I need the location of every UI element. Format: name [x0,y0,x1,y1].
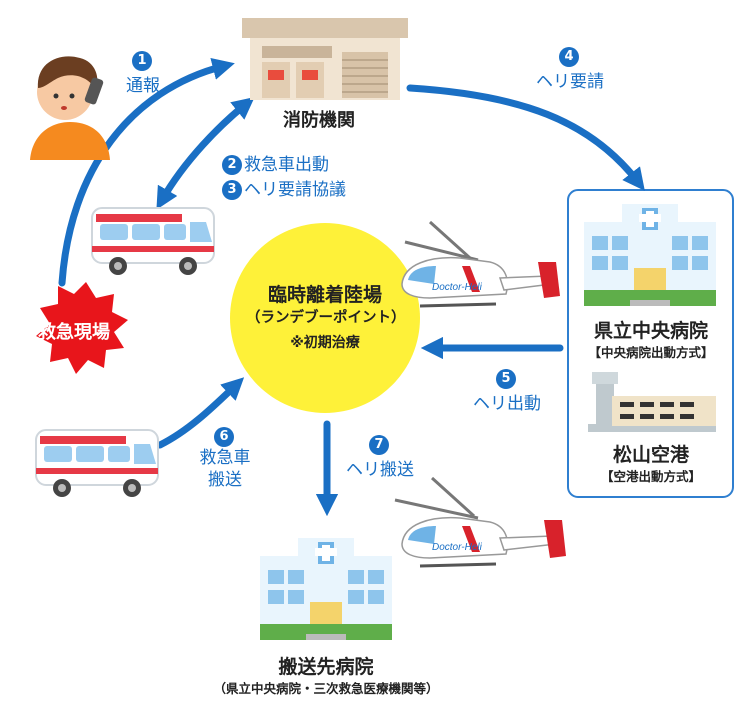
fire-dept-label: 消防機関 [283,110,355,131]
landing-zone-circle [230,223,420,413]
step-5: 5 ヘリ出動 [462,368,552,414]
step-1-label: 通報 [126,75,160,96]
fire-station-icon [242,18,408,100]
step-3-label: ヘリ要請協議 [244,180,346,200]
step-6-number: 6 [214,426,234,447]
hospital-icon-destination [260,538,392,640]
arrow-ambulance-dispatch [156,96,255,210]
step-5-label: ヘリ出動 [473,393,541,414]
scene-label: 救急現場 [38,322,110,343]
ambulance-bottom-icon [35,429,159,497]
destination-label: 搬送先病院 [278,656,374,678]
heli-logo-top: Doctor-Heli [432,282,483,293]
caller-person-icon [30,56,110,160]
heli-logo-bottom: Doctor-Heli [432,542,483,553]
arrow-report [58,57,235,287]
airport-sublabel: 【空港出動方式】 [600,469,701,484]
helicopter-top-icon [401,220,560,308]
step-6-label: 救急車 搬送 [199,447,251,490]
step-2-label: 救急車出動 [244,155,329,175]
arrow-ambulance-transport [156,377,245,449]
step-7-label: ヘリ搬送 [346,459,414,480]
hospital-icon-prefectural [584,204,716,306]
step-1-number: 1 [132,50,152,71]
airport-label: 松山空港 [612,444,689,466]
helicopter-bottom-icon [394,476,566,568]
step-3-number: 3 [222,180,242,200]
landing-note: ※初期治療 [290,335,360,351]
step-7-number: 7 [369,434,389,455]
step-4-number: 4 [559,46,579,67]
step-4: 4 ヘリ要請 [530,46,610,92]
step-6: 6 救急車 搬送 [190,426,260,491]
destination-sublabel: （県立中央病院・三次救急医療機関等） [213,681,439,696]
landing-subtitle: （ランデブーポイント） [246,310,406,326]
step-7: 7 ヘリ搬送 [340,434,420,480]
arrow-heli-request [406,84,645,191]
pref-hospital-label: 県立中央病院 [593,320,708,342]
emergency-burst-icon [36,282,128,374]
step-2-number: 2 [222,155,242,175]
step-1: 1 通報 [118,50,168,96]
pref-hospital-sublabel: 【中央病院出動方式】 [588,345,714,360]
airport-icon [588,372,716,432]
landing-title: 臨時離着陸場 [267,284,382,306]
step-5-number: 5 [496,368,516,389]
ambulance-top-icon [91,207,215,275]
step-4-label: ヘリ要請 [536,71,604,92]
